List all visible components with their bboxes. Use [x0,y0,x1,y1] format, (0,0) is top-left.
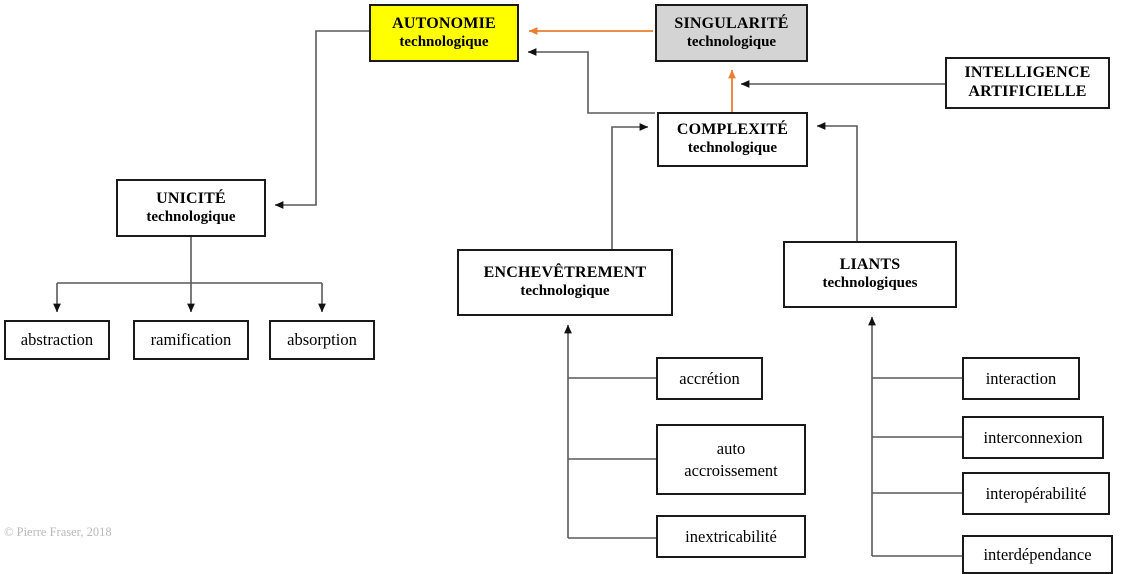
edge-enchevetrement-to-complexite [611,123,649,249]
node-auto-accroissement-line1: auto [716,439,746,459]
node-liants-line1: LIANTS [839,256,901,274]
node-liants-technologiques[interactable]: LIANTS technologiques [783,241,957,308]
node-autonomie-line1: AUTONOMIE [392,14,496,32]
node-auto-accroissement[interactable]: auto accroissement [656,424,806,495]
node-ramification-label: ramification [150,330,232,350]
node-interdependance[interactable]: interdépendance [962,535,1113,574]
edge-complexite-to-autonomie [527,48,655,114]
node-absorption-label: absorption [287,330,357,350]
node-auto-accroissement-line2: accroissement [684,460,778,480]
node-accretion[interactable]: accrétion [656,357,763,400]
node-interoperabilite[interactable]: interopérabilité [962,472,1110,515]
node-ramification[interactable]: ramification [133,320,249,360]
node-interconnexion-label: interconnexion [983,427,1083,447]
node-unicite-line2: technologique [146,208,236,225]
edge-autonomie-to-unicite [274,30,369,209]
node-intelligence-line2: ARTIFICIELLE [968,83,1087,100]
copyright-credit: © Pierre Fraser, 2018 [4,525,112,539]
edge-liants-to-complexite [816,122,858,241]
node-enchevetrement-line1: ENCHEVÊTREMENT [483,264,647,282]
node-abstraction-label: abstraction [20,330,94,350]
node-singularite-line1: SINGULARITÉ [674,14,789,32]
node-complexite-technologique[interactable]: COMPLEXITÉ technologique [657,112,808,167]
node-abstraction[interactable]: abstraction [4,320,110,360]
node-inextricabilite[interactable]: inextricabilité [656,515,806,558]
node-enchevetrement-technologique[interactable]: ENCHEVÊTREMENT technologique [457,249,673,316]
node-accretion-label: accrétion [679,368,740,388]
node-interaction-label: interaction [985,368,1057,388]
node-interdependance-label: interdépendance [983,544,1092,564]
node-interconnexion[interactable]: interconnexion [962,416,1104,459]
node-liants-line2: technologiques [822,275,918,292]
node-intelligence-line1: INTELLIGENCE [964,64,1091,82]
node-intelligence-artificielle[interactable]: INTELLIGENCE ARTIFICIELLE [945,57,1110,109]
node-singularite-technologique[interactable]: SINGULARITÉ technologique [655,4,808,62]
node-inextricabilite-label: inextricabilité [685,526,777,546]
node-unicite-technologique[interactable]: UNICITÉ technologique [116,179,266,237]
node-interoperabilite-label: interopérabilité [985,483,1087,503]
node-autonomie-technologique[interactable]: AUTONOMIE technologique [369,4,519,62]
node-interaction[interactable]: interaction [962,357,1080,400]
node-complexite-line2: technologique [687,140,778,157]
node-singularite-line2: technologique [686,33,777,50]
node-unicite-line1: UNICITÉ [156,189,226,207]
node-autonomie-line2: technologique [399,33,489,50]
node-complexite-line1: COMPLEXITÉ [676,121,789,139]
node-enchevetrement-line2: technologique [520,283,610,300]
node-absorption[interactable]: absorption [269,320,375,360]
